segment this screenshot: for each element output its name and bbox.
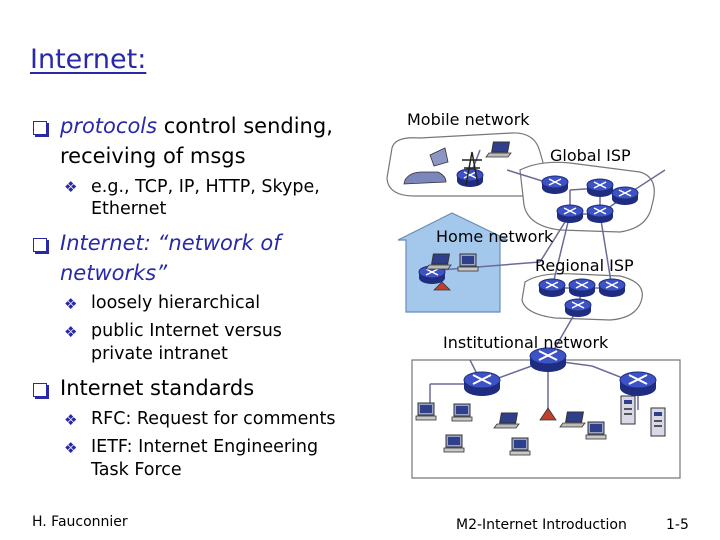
bullet-network-of-networks: Internet: “network of: [60, 231, 281, 255]
server-icon: [650, 407, 666, 437]
router-icon: [541, 175, 569, 195]
sub-bullet-icon: ❖: [64, 323, 78, 341]
router-icon: [538, 278, 566, 298]
router-icon: [619, 371, 657, 397]
bullet-text-line2: receiving of msgs: [60, 144, 246, 168]
bullet-protocols: protocols control sending,: [60, 112, 333, 140]
sub-bullet-text-line2: Ethernet: [91, 199, 167, 219]
car-icon: [403, 171, 447, 185]
router-icon: [586, 204, 614, 224]
institutional-network-label: Institutional network: [443, 333, 609, 352]
router-icon: [568, 278, 596, 298]
bullet-emphasis: protocols: [60, 114, 158, 138]
pc-icon: [585, 421, 607, 440]
pc-icon: [509, 437, 531, 456]
sub-bullet-icon: ❖: [64, 411, 78, 429]
sub-bullet-icon: ❖: [64, 295, 78, 313]
cell-tower-icon: [462, 151, 482, 186]
bullet-square-icon: [33, 238, 47, 252]
wireless-ap-icon: [539, 407, 557, 421]
bullet-internet-standards: Internet standards: [60, 376, 255, 400]
bullet-text-line2: networks”: [60, 261, 168, 285]
regional-isp-label: Regional ISP: [535, 256, 634, 275]
sub-bullet-text-line2: private intranet: [91, 344, 228, 364]
footer-page-number: 1-5: [666, 517, 689, 533]
router-icon: [463, 371, 501, 397]
footer-course: M2-Internet Introduction: [456, 517, 627, 533]
footer-author: H. Fauconnier: [32, 514, 128, 530]
router-icon: [556, 204, 584, 224]
pda-icon: [429, 147, 449, 167]
router-icon: [611, 186, 639, 206]
sub-bullet-text: loosely hierarchical: [91, 293, 261, 313]
sub-bullet-text: IETF: Internet Engineering: [91, 437, 319, 457]
router-icon: [598, 278, 626, 298]
server-icon: [620, 395, 636, 425]
pc-icon: [457, 253, 479, 272]
wireless-ap-icon: [433, 281, 451, 291]
home-network-label: Home network: [436, 227, 554, 246]
mobile-network-label: Mobile network: [407, 110, 530, 129]
sub-bullet-text: RFC: Request for comments: [91, 409, 336, 429]
slide-title: Internet:: [30, 44, 147, 75]
sub-bullet-icon: ❖: [64, 439, 78, 457]
sub-bullet-icon: ❖: [64, 178, 78, 196]
sub-bullet-text: public Internet versus: [91, 321, 282, 341]
house-icon: [397, 212, 509, 313]
global-isp-label: Global ISP: [550, 146, 631, 165]
sub-bullet-text: e.g., TCP, IP, HTTP, Skype,: [91, 177, 320, 197]
bullet-square-icon: [33, 121, 47, 135]
pc-icon: [451, 403, 473, 422]
router-icon: [456, 168, 484, 188]
router-icon: [586, 178, 614, 198]
router-icon: [564, 298, 592, 318]
bullet-square-icon: [33, 383, 47, 397]
pc-icon: [415, 402, 437, 421]
pc-icon: [443, 434, 465, 453]
sub-bullet-text-line2: Task Force: [91, 460, 182, 480]
bullet-text: control sending,: [157, 114, 333, 138]
